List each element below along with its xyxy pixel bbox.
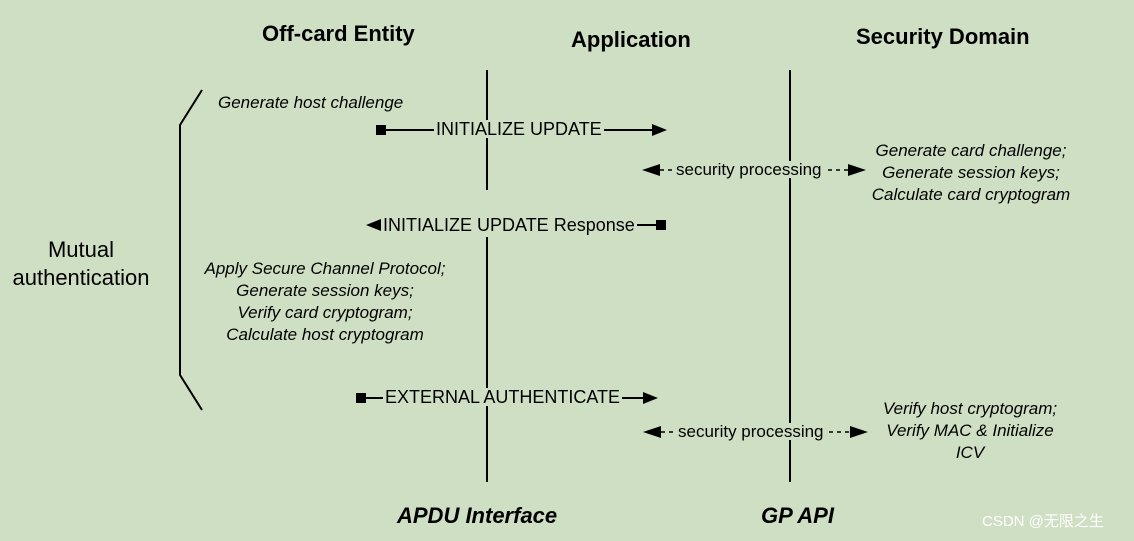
- card-note-line: Generate session keys;: [882, 163, 1060, 182]
- host-note-line: Calculate host cryptogram: [226, 325, 424, 344]
- host-challenge-note: Generate host challenge: [218, 93, 404, 112]
- card-note-line: Calculate card cryptogram: [871, 185, 1071, 204]
- header-security-domain: Security Domain: [856, 24, 1030, 49]
- sec-proc-2-label: security processing: [675, 423, 827, 440]
- ext-auth-label: EXTERNAL AUTHENTICATE: [383, 387, 623, 407]
- watermark: CSDN @无限之生: [982, 513, 1104, 530]
- card-note-line: Verify host cryptogram;: [882, 399, 1058, 418]
- card-note-line: ICV: [955, 443, 985, 462]
- init-update-resp-label: INITIALIZE UPDATE Response: [381, 215, 637, 235]
- card-side-note-2: Verify host cryptogram; Verify MAC & Ini…: [860, 398, 1080, 464]
- host-note-line: Verify card cryptogram;: [237, 303, 413, 322]
- card-side-note-1: Generate card challenge; Generate sessio…: [851, 140, 1091, 206]
- sec-proc-2-arrow: [643, 426, 868, 438]
- card-note-line: Verify MAC & Initialize: [886, 421, 1054, 440]
- mutual-auth-label: Mutual authentication: [6, 236, 156, 292]
- host-note-line: Apply Secure Channel Protocol;: [204, 259, 446, 278]
- footer-apdu-interface: APDU Interface: [397, 503, 558, 528]
- header-off-card-entity: Off-card Entity: [262, 21, 415, 46]
- mutual-auth-line1: Mutual: [47, 237, 115, 262]
- init-update-label: INITIALIZE UPDATE: [434, 119, 604, 139]
- header-application: Application: [571, 27, 691, 52]
- sec-proc-1-arrow: [642, 164, 866, 176]
- sec-proc-1-label: security processing: [673, 161, 825, 178]
- footer-gp-api: GP API: [761, 503, 834, 528]
- mutual-auth-line2: authentication: [12, 265, 150, 290]
- host-note-line: Generate session keys;: [236, 281, 414, 300]
- mutual-auth-brace: [179, 89, 203, 411]
- host-side-note: Apply Secure Channel Protocol; Generate …: [185, 258, 465, 346]
- card-note-line: Generate card challenge;: [875, 141, 1067, 160]
